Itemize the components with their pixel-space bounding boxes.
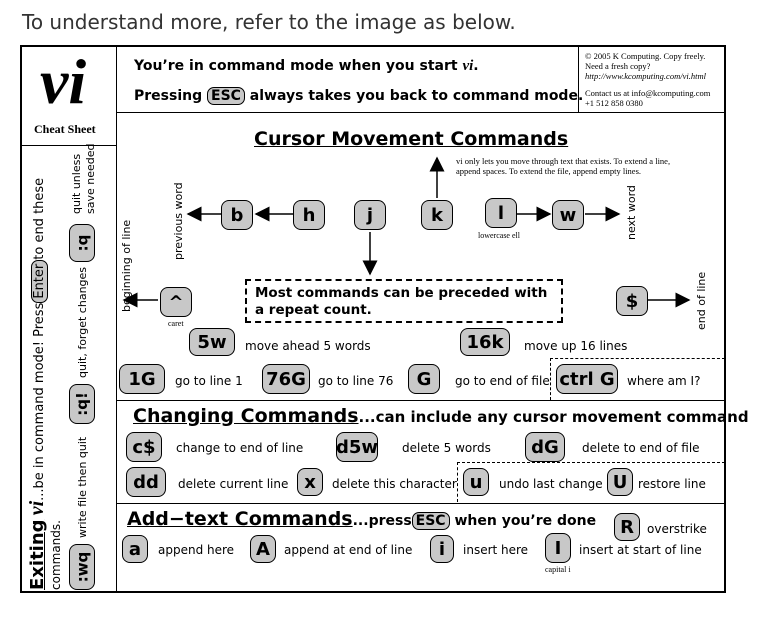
undo-box-left [457, 462, 458, 502]
repeat-count-note: Most commands can be preceded with a rep… [245, 279, 563, 323]
goto-label-G: go to end of file [455, 374, 550, 388]
goto-label-1G: go to line 1 [175, 374, 243, 388]
caret-label: caret [168, 319, 184, 328]
esc-key: ESC [207, 87, 245, 105]
change-key-d5w: d5w [336, 432, 378, 462]
header-line1: You’re in command mode when you start vi… [134, 58, 479, 74]
header-line2: Pressing ESC always takes you back to co… [134, 87, 584, 105]
cheat-sheet [20, 45, 726, 593]
goto-label-76G: go to line 76 [318, 374, 394, 388]
change-label-dG: delete to end of file [582, 441, 700, 455]
add-key-A: A [250, 535, 276, 563]
qbang-key: :q! [69, 384, 95, 424]
add-label-A: append at end of line [284, 543, 413, 557]
example-key-5w: 5w [189, 328, 235, 356]
dollar-key: $ [616, 286, 648, 316]
undo-box-top [457, 462, 725, 463]
addtext-esc-key: ESC [411, 512, 450, 530]
change-label-x: delete this character [332, 477, 457, 491]
sidebar-divider [116, 47, 117, 592]
h-key: h [293, 200, 325, 230]
j-key: j [354, 200, 386, 230]
wq-key: :wq [69, 544, 95, 590]
example-key-16k: 16k [460, 328, 510, 356]
beginning-of-line-label: beginning of line [120, 219, 133, 312]
ctrlg-box-top [550, 358, 725, 359]
cursor-note: vi only lets you move through text that … [456, 156, 671, 176]
change-label-d5w: delete 5 words [402, 441, 491, 455]
example-label-5w: move ahead 5 words [245, 339, 371, 353]
add-key-i: i [430, 535, 454, 563]
logo-subtitle: Cheat Sheet [34, 122, 96, 136]
overstrike-key: R [614, 513, 640, 541]
change-key-dd: dd [126, 467, 166, 497]
goto-key-76G: 76G [262, 364, 310, 394]
w-key: w [552, 200, 584, 230]
q-key: :q [69, 224, 95, 262]
previous-word-label: previous word [172, 182, 185, 260]
change-label-c$: change to end of line [176, 441, 304, 455]
changing-divider [116, 400, 725, 401]
change-key-x: x [297, 468, 323, 496]
capital-i-label: capital i [545, 565, 571, 574]
change-label-dd: delete current line [178, 477, 289, 491]
intro-text: To understand more, refer to the image a… [22, 10, 516, 34]
caret-key: ^ [160, 287, 192, 317]
add-label-a: append here [158, 543, 235, 557]
next-word-label: next word [625, 185, 638, 240]
changing-heading: Changing Commands...can include any curs… [133, 405, 749, 427]
add-label-I: insert at start of line [579, 543, 702, 557]
copyright-block: © 2005 K Computing. Copy freely. Need a … [585, 51, 711, 108]
add-label-i: insert here [463, 543, 529, 557]
change-key-dG: dG [525, 432, 565, 462]
change-label-U: restore line [638, 477, 706, 491]
goto-key-1G: 1G [119, 364, 165, 394]
goto-key-G: G [408, 364, 440, 394]
change-key-U: U [607, 468, 633, 496]
logo-divider [21, 145, 116, 146]
ctrlg-box-left [550, 358, 551, 400]
example-label-16k: move up 16 lines [524, 339, 628, 353]
change-label-u: undo last change [499, 477, 603, 491]
cursor-title: Cursor Movement Commands [254, 128, 569, 150]
copyright-divider [578, 47, 579, 112]
goto-label-ctrlG: where am I? [627, 374, 701, 388]
change-key-u: u [463, 468, 489, 496]
logo-title: vi [40, 46, 87, 117]
addtext-divider [116, 503, 725, 504]
goto-key-ctrlG: ctrl G [556, 364, 618, 394]
b-key: b [221, 200, 253, 230]
add-key-a: a [122, 535, 148, 563]
k-key: k [421, 200, 453, 230]
header-divider [116, 112, 725, 113]
add-key-I: I [545, 533, 571, 563]
end-of-line-label: end of line [695, 271, 708, 330]
overstrike-label: overstrike [647, 522, 707, 536]
lowercase-ell-label: lowercase ell [478, 231, 520, 240]
l-key: l [485, 198, 517, 228]
change-key-c$: c$ [126, 432, 162, 462]
